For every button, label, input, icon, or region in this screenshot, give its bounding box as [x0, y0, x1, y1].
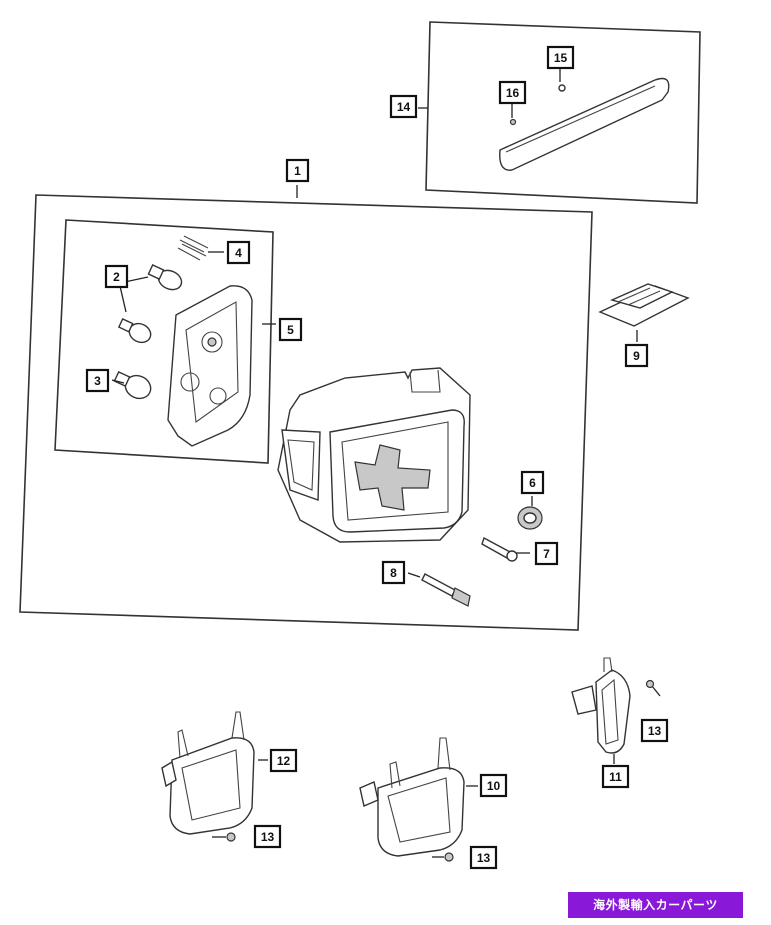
svg-text:3: 3 [94, 374, 101, 388]
mounting-screw [481, 536, 518, 562]
bulb-upper [147, 264, 183, 291]
svg-text:4: 4 [235, 246, 242, 260]
callout-7: 7 [534, 541, 559, 566]
third-brake-light [499, 77, 670, 171]
screw-left [212, 832, 236, 842]
callout-2: 2 [104, 264, 129, 289]
callout-6: 6 [520, 470, 545, 495]
svg-text:8: 8 [390, 566, 397, 580]
callout-9: 9 [624, 343, 649, 368]
callout-1: 1 [285, 158, 310, 183]
adjuster-nut [517, 506, 543, 530]
callout-13-center: 13 [469, 845, 498, 870]
side-marker-lamp [571, 657, 631, 754]
bulb-middle [117, 318, 152, 344]
svg-text:14: 14 [397, 100, 411, 114]
spring-clip [177, 235, 209, 261]
callout-13-right: 13 [640, 718, 669, 743]
adjuster-bolt [421, 573, 471, 607]
screw-right [645, 679, 661, 697]
svg-text:13: 13 [648, 724, 662, 738]
frame-bulb-group [54, 219, 274, 464]
svg-text:7: 7 [543, 547, 550, 561]
svg-text:13: 13 [261, 830, 275, 844]
callout-4: 4 [226, 240, 251, 265]
watermark-badge: 海外製輸入カーパーツ [568, 892, 743, 918]
svg-text:5: 5 [287, 323, 294, 337]
svg-text:9: 9 [633, 349, 640, 363]
bulb-lower [113, 371, 152, 400]
svg-text:6: 6 [529, 476, 536, 490]
svg-text:12: 12 [277, 754, 291, 768]
callout-14: 14 [389, 94, 418, 119]
callout-12: 12 [269, 748, 298, 773]
svg-text:13: 13 [477, 851, 491, 865]
callout-15: 15 [546, 45, 575, 70]
svg-text:15: 15 [554, 51, 568, 65]
fog-lamp-left [161, 711, 255, 835]
svg-text:16: 16 [506, 86, 520, 100]
license-plate-lamp [598, 283, 690, 327]
svg-text:1: 1 [294, 164, 301, 178]
frame-brake-light [425, 21, 701, 204]
svg-text:10: 10 [487, 779, 501, 793]
fog-lamp-center [359, 737, 465, 857]
callout-13-left: 13 [253, 824, 282, 849]
callout-5: 5 [278, 317, 303, 342]
screw-center [432, 852, 454, 862]
callout-10: 10 [479, 773, 508, 798]
headlamp-housing [277, 367, 471, 543]
callout-16: 16 [498, 80, 527, 105]
svg-text:2: 2 [113, 270, 120, 284]
frame-headlamp-assembly [19, 194, 593, 631]
bulb-socket-plate [167, 285, 253, 447]
callout-8: 8 [381, 560, 406, 585]
svg-text:11: 11 [609, 770, 622, 784]
callout-3: 3 [85, 368, 110, 393]
callout-11: 11 [601, 764, 630, 789]
